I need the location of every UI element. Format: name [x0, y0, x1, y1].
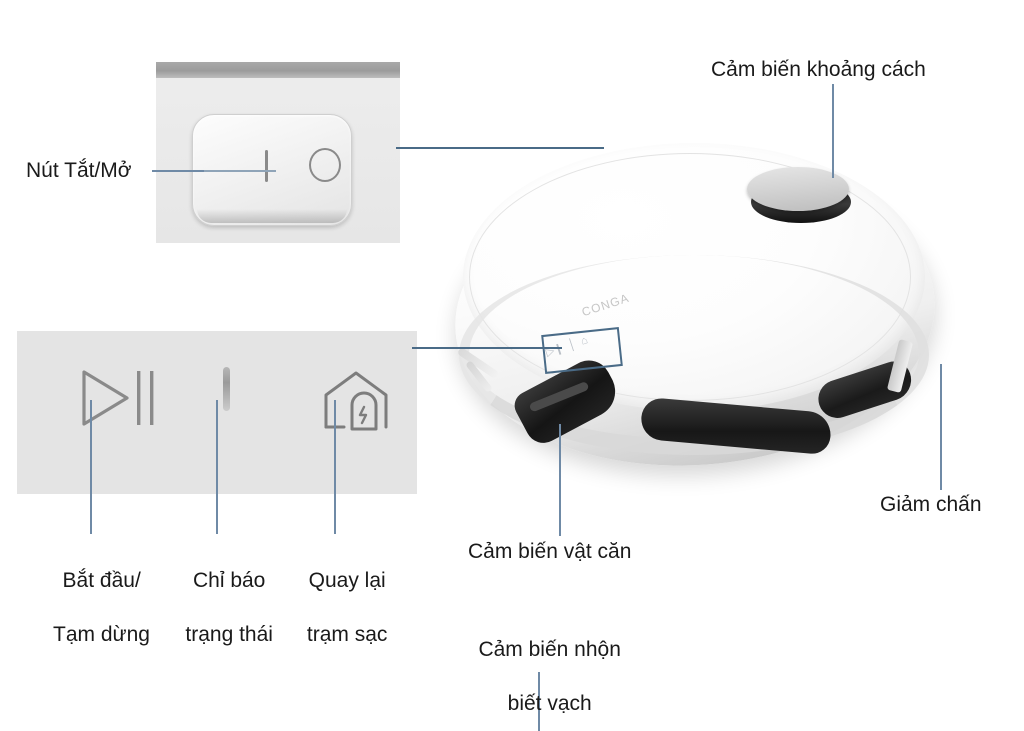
home-dock-icon[interactable]	[322, 367, 394, 438]
label-status-indicator: Chỉ báo trạng thái	[145, 540, 290, 675]
leader-power-inside	[204, 170, 276, 172]
label-cliff-sensor-line1: Cảm biến nhộn	[478, 638, 621, 661]
label-start-pause-line2: Tạm dừng	[53, 623, 150, 646]
leader-return-dock	[334, 400, 336, 534]
leader-obstacle-sensor	[559, 424, 561, 536]
label-return-dock-line2: trạm sạc	[306, 623, 388, 646]
label-bumper: Giảm chấn	[880, 493, 982, 516]
status-light-bar	[223, 367, 230, 411]
label-status-indicator-line2: trạng thái	[185, 623, 273, 646]
status-light-icon	[223, 367, 230, 411]
leader-power-label	[152, 170, 204, 172]
label-cliff-sensor-line2: biết vạch	[507, 692, 592, 715]
label-return-dock: Quay lại trạm sạc	[268, 540, 403, 675]
robot-control-panel-highlight	[541, 327, 623, 374]
label-start-pause-line1: Bắt đầu/	[62, 569, 141, 592]
label-distance-sensor: Cảm biến khoảng cách	[711, 58, 926, 81]
leader-distance-sensor	[832, 84, 834, 178]
label-obstacle-sensor: Cảm biến vật căn	[468, 540, 632, 563]
leader-control-panel	[412, 347, 562, 349]
label-power-button: Nút Tắt/Mở	[26, 159, 132, 182]
label-start-pause: Bắt đầu/ Tạm dừng	[10, 540, 170, 675]
leader-start-pause	[90, 400, 92, 534]
power-off-circle-icon	[309, 148, 341, 182]
power-switch-detail-panel	[156, 62, 400, 243]
label-return-dock-line1: Quay lại	[308, 569, 386, 592]
leader-power-button	[396, 147, 604, 149]
play-pause-icon[interactable]	[79, 367, 165, 434]
label-cliff-sensor: Cảm biến nhộn biết vạch	[438, 609, 638, 731]
power-panel-top-strip	[156, 62, 400, 78]
robot-vacuum-illustration: CONGA ▷❙ │ ⌂	[445, 135, 955, 495]
leader-status-indicator	[216, 400, 218, 534]
leader-bumper	[940, 364, 942, 490]
leader-cliff-sensor	[538, 672, 540, 731]
power-on-bar-icon	[265, 150, 268, 182]
label-status-indicator-line1: Chỉ báo	[192, 569, 266, 592]
